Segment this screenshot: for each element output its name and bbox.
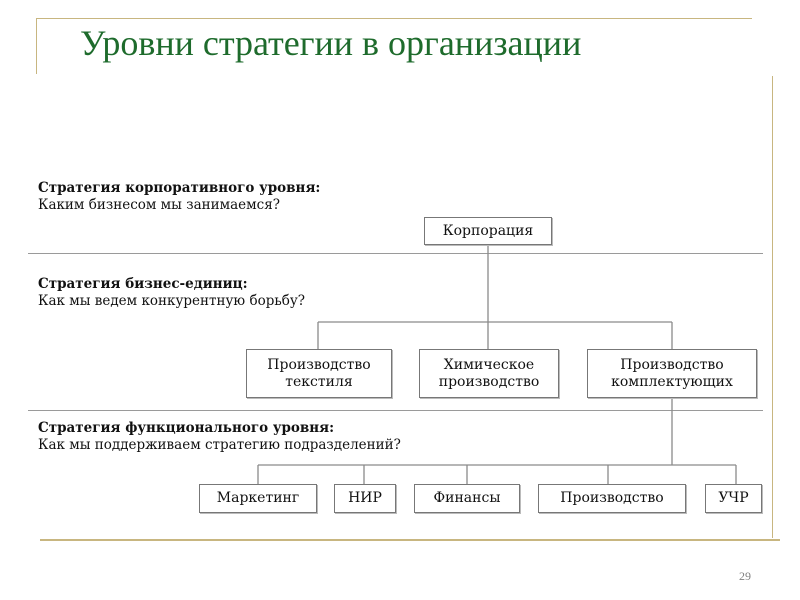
node-label: НИР [348, 490, 382, 506]
node-label-line1: Производство [267, 356, 371, 373]
node-label: Корпорация [442, 222, 534, 239]
level-heading: Стратегия функционального уровня: [38, 420, 335, 436]
node-label: Маркетинг [216, 490, 300, 506]
node-label-line2: производство [438, 373, 540, 390]
frame-right-line [772, 76, 773, 538]
node-label-line1: Производство [620, 356, 724, 373]
level-separator-1 [28, 253, 763, 254]
level-heading: Стратегия бизнес-единиц: [38, 276, 248, 292]
slide-title: Уровни стратегии в организации [80, 23, 582, 63]
level-question: Каким бизнесом мы занимаемся? [38, 197, 280, 213]
level-question: Как мы поддерживаем стратегию подразделе… [38, 437, 401, 453]
node-label-line1: Химическое [443, 356, 535, 373]
node-label-line2: комплектующих [611, 373, 733, 390]
node-function-marketing: Маркетинг [199, 484, 317, 513]
level-label-corporate: Стратегия корпоративного уровня: Каким б… [38, 180, 320, 214]
node-function-finance: Финансы [414, 484, 520, 513]
node-label: Финансы [433, 490, 501, 506]
node-business-chemical: Химическое производство [419, 349, 559, 398]
node-corporation: Корпорация [424, 217, 552, 245]
level-label-functional: Стратегия функционального уровня: Как мы… [38, 420, 401, 454]
node-business-textile: Производство текстиля [246, 349, 392, 398]
node-label-line2: текстиля [285, 373, 353, 390]
level-separator-2 [28, 410, 763, 411]
level-heading: Стратегия корпоративного уровня: [38, 180, 321, 196]
node-label: Производство [560, 490, 664, 506]
node-function-hr: УЧР [705, 484, 762, 513]
level-label-business: Стратегия бизнес-единиц: Как мы ведем ко… [38, 276, 305, 310]
frame-top-line [36, 18, 752, 19]
node-business-components: Производство комплектующих [587, 349, 757, 398]
node-label: УЧР [718, 490, 749, 506]
level-question: Как мы ведем конкурентную борьбу? [38, 293, 306, 309]
node-function-rnd: НИР [334, 484, 396, 513]
node-function-production: Производство [538, 484, 686, 513]
frame-left-line [36, 18, 37, 74]
page-number: 29 [739, 569, 751, 583]
frame-bottom-line [40, 539, 780, 541]
